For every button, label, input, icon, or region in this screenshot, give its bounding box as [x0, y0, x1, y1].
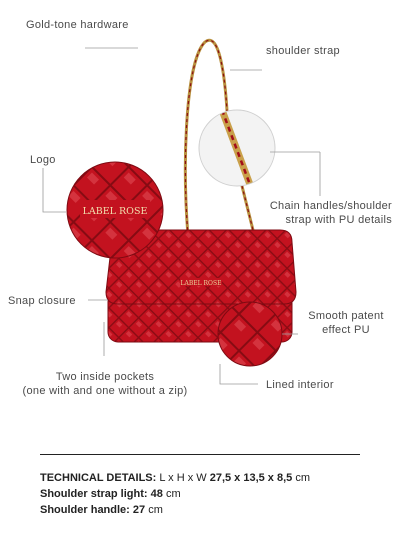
zoom-logo-text: LABEL ROSE	[83, 206, 148, 217]
callout-smooth-line1: Smooth patent	[308, 310, 384, 322]
callout-logo: Logo	[30, 154, 56, 166]
callout-chain-line1: Chain handles/shoulder	[269, 200, 392, 212]
tech-dimensions-row: TECHNICAL DETAILS: L x H x W 27,5 x 13,5…	[40, 470, 310, 486]
callout-gold-hardware: Gold-tone hardware	[26, 19, 129, 31]
zoom-circle-chain	[198, 109, 276, 187]
callout-chain-line2: strap with PU details	[285, 214, 392, 226]
tech-dims-prefix: L x H x W	[159, 472, 207, 484]
tech-handle-label: Shoulder handle:	[40, 504, 130, 516]
tech-dims-unit: cm	[295, 472, 311, 484]
tech-strap-value: 48	[150, 488, 163, 500]
callout-lined-interior: Lined interior	[266, 379, 334, 391]
tech-title: TECHNICAL DETAILS:	[40, 472, 157, 484]
callout-inside-pockets: Two inside pockets (one with and one wit…	[0, 370, 210, 398]
callout-smooth-patent: Smooth patent effect PU	[296, 309, 396, 337]
bag-logo-small: LABEL ROSE	[181, 280, 222, 287]
tech-handle-value: 27	[132, 504, 146, 516]
callout-chain-handles: Chain handles/shoulder strap with PU det…	[240, 199, 392, 227]
technical-details: TECHNICAL DETAILS: L x H x W 27,5 x 13,5…	[40, 470, 310, 518]
tech-handle-unit: cm	[148, 504, 163, 516]
leader-lines	[42, 47, 321, 385]
chain-strap	[183, 38, 257, 239]
tech-dims-value: 27,5 x 13,5 x 8,5	[209, 472, 293, 484]
zoom-circle-smooth	[217, 301, 283, 367]
tech-strap-unit: cm	[165, 488, 181, 500]
tech-strap-label: Shoulder strap light:	[40, 488, 148, 500]
callout-shoulder-strap: shoulder strap	[266, 45, 340, 57]
callout-pockets-line1: Two inside pockets	[55, 371, 155, 383]
zoom-circle-logo	[66, 161, 164, 259]
callout-smooth-line2: effect PU	[322, 324, 370, 336]
tech-handle-row: Shoulder handle: 27 cm	[40, 502, 310, 518]
callout-snap-closure: Snap closure	[8, 295, 76, 307]
callout-pockets-line2: (one with and one without a zip)	[22, 385, 188, 397]
tech-strap-row: Shoulder strap light: 48 cm	[40, 486, 310, 502]
section-divider	[40, 454, 360, 455]
